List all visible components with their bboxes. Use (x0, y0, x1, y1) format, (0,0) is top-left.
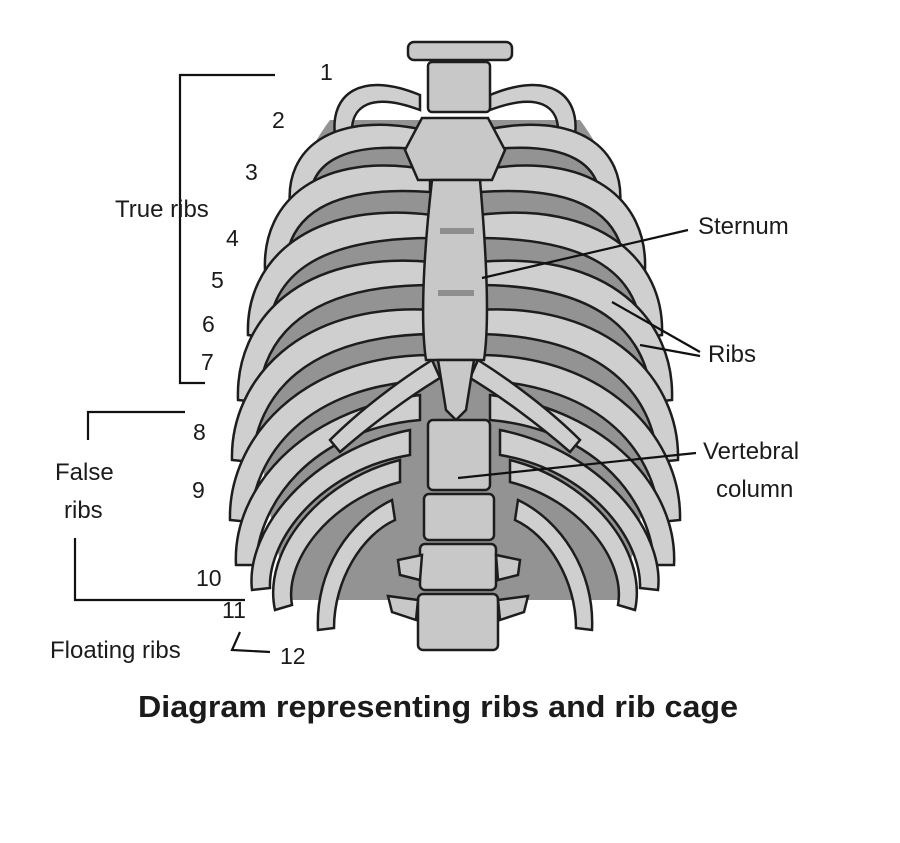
rib-number-9: 9 (192, 477, 205, 503)
ribs-leader-1 (611, 301, 701, 353)
rib-number-6: 6 (202, 311, 215, 337)
rib-number-3: 3 (245, 159, 258, 185)
diagram-caption: Diagram representing ribs and rib cage (138, 689, 738, 724)
rib-number-11: 11 (222, 597, 246, 623)
vertebral-column-label-line2: column (716, 476, 793, 503)
rib-numbers: 1 2 3 4 5 6 7 8 9 10 11 12 (192, 59, 333, 669)
costal-arch (328, 358, 442, 454)
true-ribs-bracket (178, 73, 275, 385)
false-ribs-label-line1: False (55, 459, 114, 486)
vertebral-column-label-line1: Vertebral (703, 438, 799, 465)
true-ribs-label: True ribs (115, 196, 209, 223)
vertebral-leader (457, 451, 697, 480)
ribs-label: Ribs (708, 341, 756, 368)
rib-number-4: 4 (226, 225, 239, 251)
false-ribs-bracket (73, 410, 245, 602)
rib-number-8: 8 (193, 419, 206, 445)
rib-number-5: 5 (211, 267, 224, 293)
sternum-bone (403, 116, 507, 422)
rib-cage-illustration (228, 40, 682, 652)
costal-arch-right (468, 358, 582, 454)
floating-ribs-label: Floating ribs (50, 637, 181, 664)
rib-number-12: 12 (280, 643, 306, 669)
leader-lines (457, 228, 701, 480)
right-ribs (476, 83, 682, 632)
rib-number-1: 1 (320, 59, 333, 85)
rib-number-7: 7 (201, 349, 214, 375)
sternum-leader (481, 228, 689, 280)
rib-number-10: 10 (196, 565, 222, 591)
floating-ribs-bracket (230, 631, 271, 654)
false-ribs-label-line2: ribs (64, 497, 103, 524)
sternum-label: Sternum (698, 213, 789, 240)
left-ribs (228, 83, 434, 632)
ribs-leader-2 (639, 343, 701, 358)
vertebral-column-bone (386, 40, 530, 652)
rib-number-2: 2 (272, 107, 285, 133)
